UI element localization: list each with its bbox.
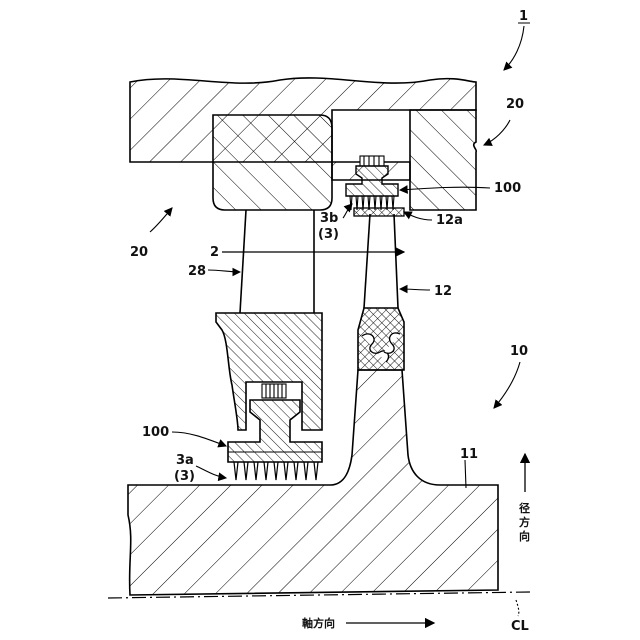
- label-radial-2: 方: [519, 515, 530, 529]
- rotor-blade: [358, 214, 404, 370]
- label-casing-left: 20: [130, 245, 148, 260]
- stator-vane: [240, 210, 314, 313]
- label-fin-bottom-group: (3): [174, 469, 195, 484]
- label-shroud: 12a: [436, 213, 463, 228]
- label-vane: 28: [188, 264, 206, 279]
- label-radial-3: 向: [519, 529, 530, 543]
- label-flow: 2: [210, 245, 219, 260]
- vane-outer-shroud: [213, 115, 332, 210]
- label-fin-top: 3b: [320, 211, 338, 226]
- label-fig-ref: 1: [519, 9, 528, 24]
- label-disk: 11: [460, 447, 478, 462]
- label-fin-bottom: 3a: [176, 453, 194, 468]
- label-radial-1: 径: [519, 501, 530, 515]
- label-casing-right: 20: [506, 97, 524, 112]
- label-seal-top: 100: [494, 181, 521, 196]
- label-seal-bottom: 100: [142, 425, 169, 440]
- label-fin-top-group: (3): [318, 227, 339, 242]
- blade-tip-shroud: [354, 208, 404, 216]
- label-centerline: CL: [511, 619, 529, 634]
- label-rotor: 10: [510, 344, 528, 359]
- label-blade: 12: [434, 284, 452, 299]
- label-axial: 軸方向: [302, 616, 335, 630]
